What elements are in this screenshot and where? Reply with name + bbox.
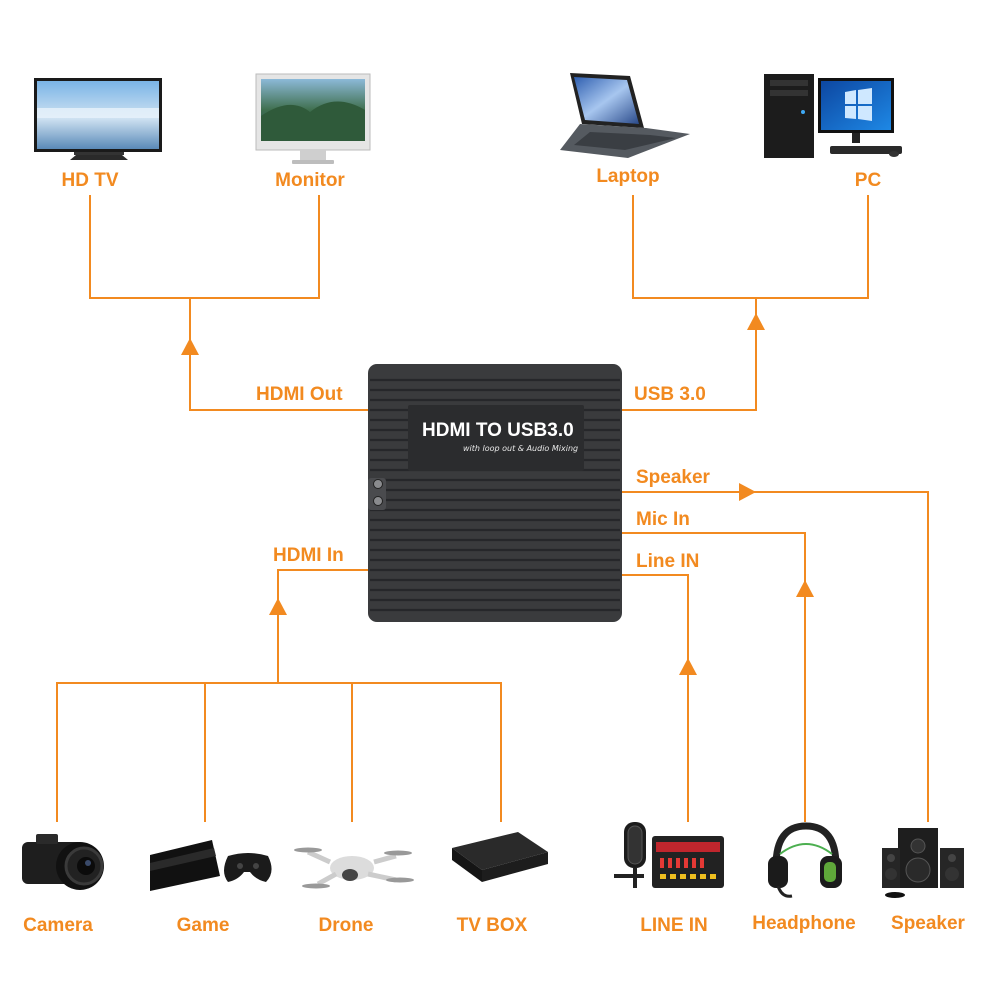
capture-device	[368, 364, 622, 622]
headphone-image	[768, 822, 842, 898]
device-label-plate	[408, 405, 584, 471]
line-mic	[622, 532, 806, 822]
device-title: HDMI TO USB3.0	[422, 420, 574, 441]
port-usb-label: USB 3.0	[634, 384, 706, 405]
laptop-caption: Laptop	[596, 166, 660, 187]
arrow-up-mic	[796, 580, 814, 597]
port-hdmi-out-label: HDMI Out	[256, 384, 343, 405]
hd-tv-image	[34, 78, 162, 160]
line-speaker	[622, 491, 929, 822]
device-jack-1	[373, 479, 383, 489]
device-subtitle: with loop out & Audio Mixing	[463, 444, 579, 453]
camera-caption: Camera	[23, 915, 93, 936]
line-hdtv-monitor	[89, 195, 320, 299]
port-speaker-label: Speaker	[636, 467, 710, 488]
game-caption: Game	[176, 915, 230, 936]
arrow-up-linein	[679, 658, 697, 675]
game-console-image	[150, 840, 272, 891]
speaker-caption: Speaker	[891, 913, 965, 934]
monitor-caption: Monitor	[275, 170, 345, 191]
line-sources	[56, 682, 502, 822]
laptop-image	[560, 73, 690, 158]
tv-box-image	[452, 832, 548, 882]
line-linein	[622, 574, 689, 822]
drone-caption: Drone	[318, 915, 374, 936]
speaker-image	[882, 828, 964, 898]
arrows	[181, 313, 814, 675]
pc-image	[764, 74, 902, 158]
drone-image	[294, 847, 414, 889]
line-hdmi-in	[277, 569, 368, 683]
line-in-mixer-image	[614, 822, 724, 888]
line-hdmi-out	[189, 298, 368, 411]
headphone-caption: Headphone	[752, 913, 856, 934]
line-in-caption: LINE IN	[640, 915, 708, 936]
camera-image	[22, 834, 104, 890]
port-mic-in-label: Mic In	[636, 509, 690, 530]
tv-box-caption: TV BOX	[456, 915, 528, 936]
arrow-up-hdmi-in	[269, 598, 287, 615]
pc-caption: PC	[854, 170, 882, 191]
port-hdmi-in-label: HDMI In	[273, 545, 344, 566]
arrow-up-hdmi-out	[181, 338, 199, 355]
hd-tv-caption: HD TV	[61, 170, 119, 191]
line-laptop-pc	[632, 195, 869, 299]
device-jack-2	[373, 496, 383, 506]
line-usb	[622, 298, 757, 411]
monitor-image	[255, 73, 371, 164]
arrow-up-usb	[747, 313, 765, 330]
port-line-in-label: Line IN	[636, 551, 700, 572]
arrow-right-speaker	[739, 483, 756, 501]
connector-lines	[56, 195, 929, 822]
